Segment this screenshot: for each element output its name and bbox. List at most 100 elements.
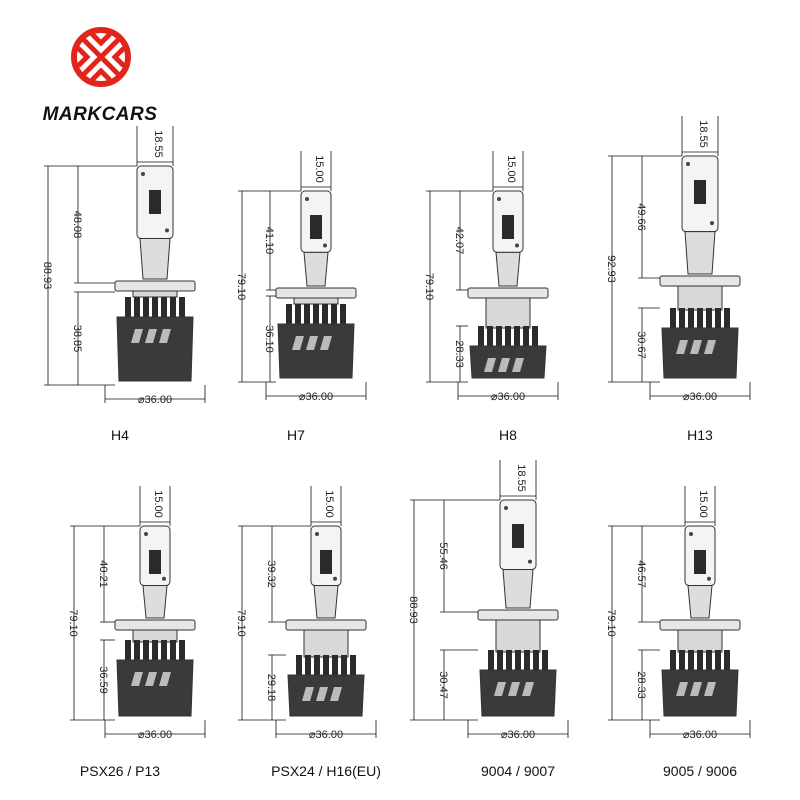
base-collar bbox=[132, 290, 178, 298]
heatsink-fin bbox=[715, 650, 721, 672]
bulb-model-label: H13 bbox=[687, 427, 713, 443]
lower-height-value: 30.67 bbox=[635, 331, 647, 359]
heatsink-fin bbox=[505, 326, 511, 348]
fan-housing bbox=[661, 669, 739, 717]
heatsink-fin bbox=[125, 297, 131, 319]
heatsink-fin bbox=[143, 640, 149, 662]
lower-height-value: 29.18 bbox=[265, 674, 277, 702]
fan-housing bbox=[287, 674, 365, 717]
bulb-drawing bbox=[114, 525, 196, 717]
heatsink-fin bbox=[670, 650, 676, 672]
diameter-value: ⌀36.00 bbox=[138, 729, 172, 741]
screw-hole bbox=[305, 197, 309, 201]
fan-housing bbox=[116, 659, 194, 717]
housing-slot bbox=[522, 682, 534, 696]
housing-slot bbox=[508, 682, 520, 696]
screw-hole bbox=[162, 576, 166, 581]
heatsink-fin bbox=[497, 650, 503, 672]
housing-slot bbox=[330, 687, 342, 701]
heatsink-fin bbox=[332, 655, 338, 677]
brand-name: MARKCARS bbox=[43, 104, 158, 125]
heatsink-fin bbox=[134, 297, 140, 319]
heatsink-fin bbox=[514, 326, 520, 348]
bulb-drawing bbox=[467, 190, 549, 379]
lower-height-value: 28.33 bbox=[453, 340, 465, 368]
head-width-value: 18.55 bbox=[152, 130, 164, 158]
snowflake-cross-logo-icon bbox=[71, 27, 131, 87]
housing-slot bbox=[484, 358, 496, 372]
screw-hole bbox=[710, 221, 714, 226]
diameter-value: ⌀36.00 bbox=[683, 391, 717, 403]
heatsink-fin bbox=[286, 304, 292, 326]
heatsink-fin bbox=[305, 655, 311, 677]
housing-slot bbox=[704, 340, 716, 354]
heatsink-fin bbox=[340, 304, 346, 326]
led-chip bbox=[320, 550, 332, 574]
lower-height-value: 28.33 bbox=[635, 671, 647, 699]
lower-height-value: 38.85 bbox=[71, 325, 83, 353]
base-collar bbox=[677, 285, 723, 311]
brand-logo: MARKCARS bbox=[43, 27, 158, 125]
heatsink-fin bbox=[506, 650, 512, 672]
heatsink-fin bbox=[679, 650, 685, 672]
fan-housing bbox=[479, 669, 557, 717]
heatsink-fin bbox=[724, 650, 730, 672]
upper-height-value: 42.07 bbox=[453, 227, 465, 255]
heatsink-fin bbox=[350, 655, 356, 677]
screw-hole bbox=[515, 243, 519, 248]
housing-slot bbox=[320, 336, 332, 350]
upper-height-value: 46.57 bbox=[635, 560, 647, 588]
heatsink-fin bbox=[688, 308, 694, 330]
bulb-model-label: H7 bbox=[287, 427, 305, 443]
housing-slot bbox=[498, 358, 510, 372]
heatsink-fin bbox=[697, 650, 703, 672]
housing-slot bbox=[306, 336, 318, 350]
total-height-value: 79.10 bbox=[67, 609, 79, 637]
heatsink-fin bbox=[688, 650, 694, 672]
heatsink-fin bbox=[170, 297, 176, 319]
screw-hole bbox=[707, 576, 711, 581]
bulb-neck bbox=[502, 568, 534, 609]
bulb-drawing bbox=[275, 190, 357, 379]
bulb-drawing bbox=[285, 525, 367, 717]
heatsink-fin bbox=[331, 304, 337, 326]
heatsink-fin bbox=[304, 304, 310, 326]
bulb-neck bbox=[495, 251, 521, 287]
head-width-value: 15.00 bbox=[323, 490, 335, 518]
base-collar bbox=[495, 619, 541, 653]
screw-hole bbox=[141, 172, 145, 176]
fan-housing bbox=[661, 327, 739, 379]
upper-height-value: 39.32 bbox=[265, 560, 277, 588]
heatsink-fin bbox=[487, 326, 493, 348]
housing-slot bbox=[704, 682, 716, 696]
head-width-value: 15.00 bbox=[152, 490, 164, 518]
heatsink-fin bbox=[478, 326, 484, 348]
head-width-value: 18.55 bbox=[515, 464, 527, 492]
bulb-model-label: PSX24 / H16(EU) bbox=[271, 763, 381, 779]
bulb-drawing bbox=[114, 165, 196, 382]
heatsink-fin bbox=[161, 297, 167, 319]
housing-slot bbox=[145, 672, 157, 686]
upper-height-value: 40.21 bbox=[97, 560, 109, 588]
heatsink-fin bbox=[125, 640, 131, 662]
heatsink-fin bbox=[314, 655, 320, 677]
housing-slot bbox=[676, 340, 688, 354]
housing-slot bbox=[159, 672, 171, 686]
bulb-model-label: 9004 / 9007 bbox=[481, 763, 555, 779]
heatsink-fin bbox=[170, 640, 176, 662]
housing-slot bbox=[676, 682, 688, 696]
base-flange bbox=[114, 619, 196, 631]
base-flange bbox=[659, 619, 741, 631]
bulb-neck bbox=[303, 251, 329, 287]
total-height-value: 79.10 bbox=[235, 273, 247, 301]
total-height-value: 79.10 bbox=[605, 609, 617, 637]
lower-height-value: 36.59 bbox=[97, 666, 109, 694]
bulb-neck bbox=[687, 585, 713, 619]
bulb-model-label: 9005 / 9006 bbox=[663, 763, 737, 779]
